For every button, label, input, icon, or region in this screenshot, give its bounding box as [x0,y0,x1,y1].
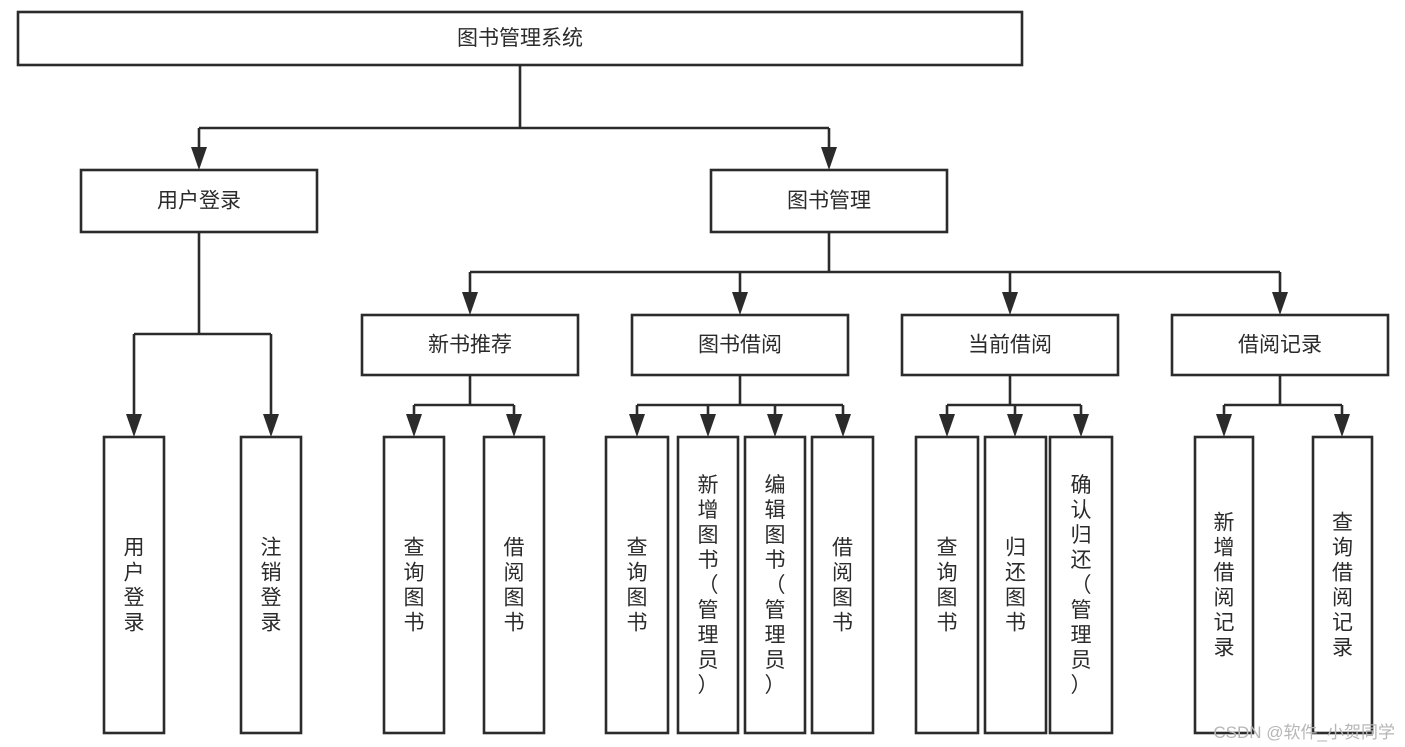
arrow-head-icon [1007,414,1023,437]
node-leaf-user-login[interactable]: 用户登录 [102,435,166,735]
node-label: 查询图书 [627,537,648,635]
node-box [79,168,319,234]
node-box [482,435,546,735]
node-label: 图书管理 [787,190,871,213]
arrow-head-icon [462,292,478,315]
arrow-head-icon [821,147,837,170]
node-label: 归还图书 [1005,537,1026,635]
node-label: 借阅记录 [1238,334,1322,357]
arrow-head-icon [506,414,522,437]
node-box [900,313,1120,377]
node-layer: 图书管理系统用户登录图书管理新书推荐图书借阅当前借阅借阅记录用户登录注销登录查询… [16,10,1390,735]
node-label: 当前借阅 [968,334,1052,357]
arrow-head-icon [1272,292,1288,315]
node-label: 用户登录 [157,190,241,213]
node-leaf-confirm-return[interactable]: 确认归还（管理员） [1048,435,1114,735]
node-user-login[interactable]: 用户登录 [79,168,319,234]
node-label: 图书借阅 [698,334,782,357]
arrow-head-icon [191,147,207,170]
node-current-borrow[interactable]: 当前借阅 [900,313,1120,377]
node-box [1193,435,1255,735]
node-box [1170,313,1390,377]
node-box [604,435,670,735]
arrow-head-icon [1216,414,1232,437]
node-leaf-query-borrow-record[interactable]: 查询借阅记录 [1311,435,1374,735]
node-leaf-borrow-book-recommend[interactable]: 借阅图书 [482,435,546,735]
node-box [914,435,980,735]
node-leaf-add-book[interactable]: 新增图书（管理员） [676,435,740,735]
arrow-head-icon [263,414,279,437]
node-label: 新书推荐 [428,334,512,357]
node-box [239,435,303,735]
node-label: 用户登录 [124,537,145,635]
node-leaf-query-book-recommend[interactable]: 查询图书 [382,435,446,735]
node-box [676,435,740,735]
node-label: 新增借阅记录 [1214,512,1235,660]
node-box [1311,435,1374,735]
node-leaf-add-borrow-record[interactable]: 新增借阅记录 [1193,435,1255,735]
node-label: 编辑图书（管理员） [765,474,786,697]
node-box [983,435,1048,735]
arrow-head-icon [939,414,955,437]
node-box [382,435,446,735]
arrow-head-icon [126,414,142,437]
node-box [360,313,580,377]
node-book-borrow[interactable]: 图书借阅 [630,313,850,377]
node-borrow-record[interactable]: 借阅记录 [1170,313,1390,377]
node-box [1048,435,1114,735]
node-root[interactable]: 图书管理系统 [16,10,1024,67]
arrow-head-icon [835,414,851,437]
arrow-head-icon [629,414,645,437]
node-box [810,435,875,735]
node-label: 图书管理系统 [457,27,583,50]
node-label: 查询图书 [937,537,958,635]
node-leaf-borrow-book[interactable]: 借阅图书 [810,435,875,735]
arrow-head-icon [700,414,716,437]
node-label: 借阅图书 [504,537,525,635]
node-label: 注销登录 [261,537,282,635]
node-new-book-recommend[interactable]: 新书推荐 [360,313,580,377]
node-box [630,313,850,377]
node-box [709,168,949,234]
node-leaf-return-book[interactable]: 归还图书 [983,435,1048,735]
node-label: 新增图书（管理员） [698,474,719,697]
node-leaf-logout[interactable]: 注销登录 [239,435,303,735]
node-book-manage[interactable]: 图书管理 [709,168,949,234]
node-label: 借阅图书 [832,537,853,635]
node-box [743,435,807,735]
arrow-head-icon [406,414,422,437]
arrow-head-icon [767,414,783,437]
node-box [102,435,166,735]
node-label: 确认归还（管理员） [1071,474,1092,697]
node-leaf-edit-book[interactable]: 编辑图书（管理员） [743,435,807,735]
arrow-head-icon [732,292,748,315]
arrow-head-icon [1334,414,1350,437]
arrow-head-icon [1002,292,1018,315]
node-label: 查询图书 [404,537,425,635]
connector-layer [126,65,1350,437]
node-label: 查询借阅记录 [1332,512,1353,660]
node-box [16,10,1024,67]
arrow-head-icon [1073,414,1089,437]
node-leaf-query-book-current[interactable]: 查询图书 [914,435,980,735]
node-leaf-query-book-borrow[interactable]: 查询图书 [604,435,670,735]
